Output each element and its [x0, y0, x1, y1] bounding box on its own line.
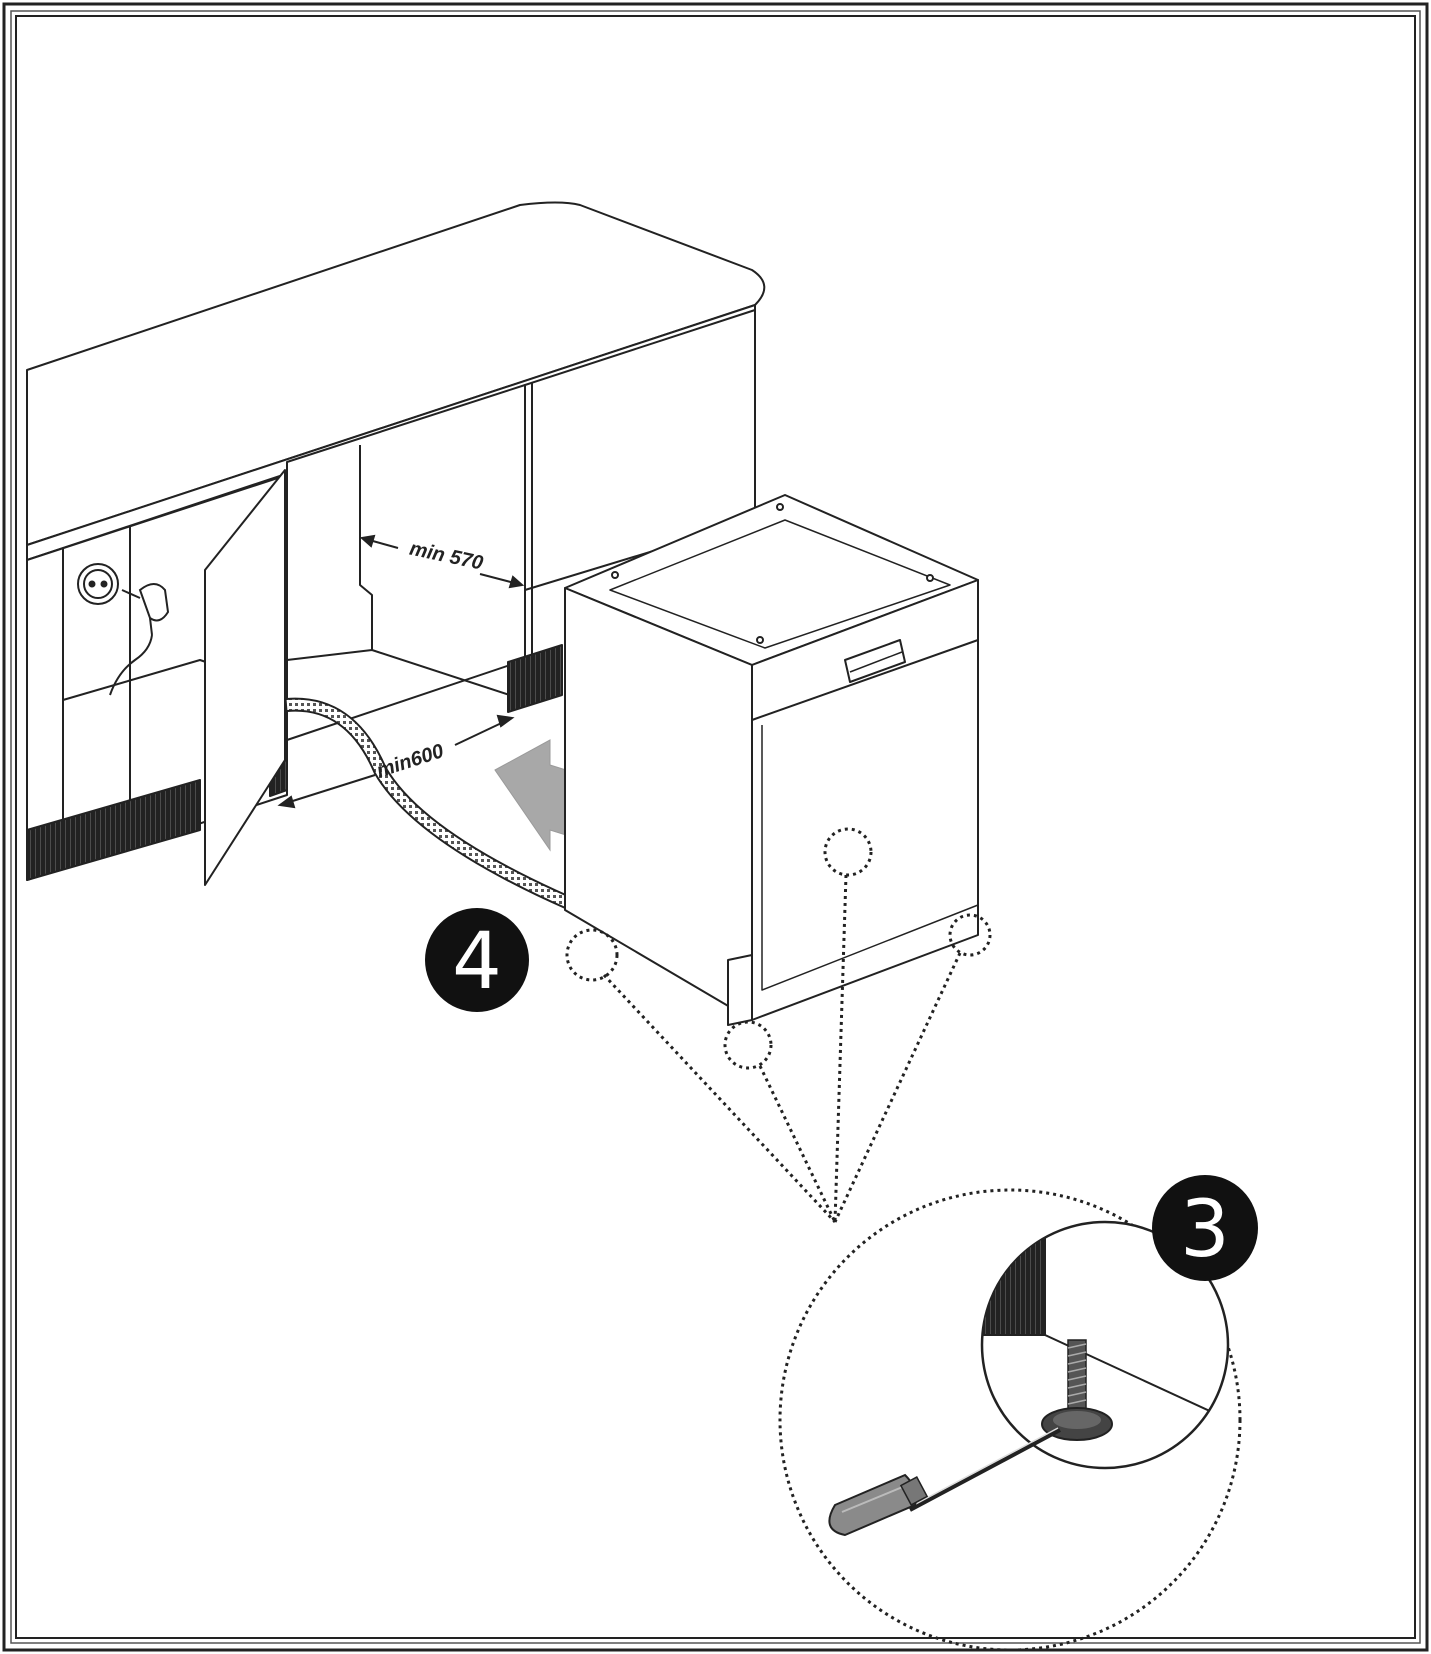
power-socket-icon	[77, 563, 170, 696]
zoom-outline	[778, 1188, 1242, 1652]
foot-marker-front	[723, 1020, 773, 1070]
cabinet-door	[204, 469, 286, 886]
foot-markers	[565, 827, 992, 1070]
step-number-4: 4	[452, 917, 502, 1007]
step-badge-3: 3	[1152, 1175, 1258, 1281]
dishwasher	[564, 494, 979, 1026]
dimension-min-600	[277, 714, 515, 809]
dimension-min-570	[359, 534, 525, 589]
leader-lines	[602, 874, 962, 1224]
label-min-600: min600	[374, 740, 446, 782]
foot-marker-right	[948, 913, 992, 957]
screwdriver-icon	[828, 1427, 1061, 1537]
step-number-3: 3	[1180, 1185, 1230, 1275]
foot-marker-rear	[823, 827, 873, 877]
foot-marker-left	[565, 928, 619, 982]
step-badge-4: 4	[425, 908, 529, 1012]
